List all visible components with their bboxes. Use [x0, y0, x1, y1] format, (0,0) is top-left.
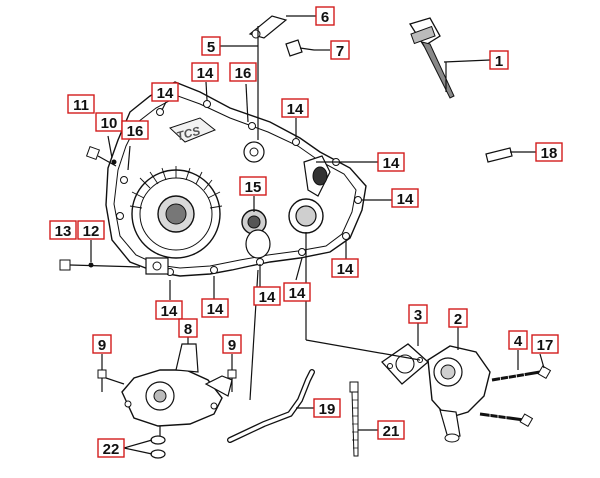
- callout-19-label: 19: [319, 401, 336, 418]
- gasket-3: [381, 343, 429, 385]
- bolt-part-11: [85, 145, 117, 167]
- callout-3-label: 3: [414, 307, 422, 324]
- callout-15: 15: [239, 176, 267, 196]
- callout-10-label: 10: [101, 115, 118, 132]
- thermostat-housing-2: [427, 345, 491, 443]
- o-rings-22: [150, 435, 166, 459]
- callout-15-label: 15: [245, 179, 262, 196]
- callout-14f: 14: [331, 258, 359, 278]
- callout-3: 3: [408, 304, 428, 324]
- washer-part-12: [88, 262, 94, 268]
- callout-5: 5: [201, 36, 221, 56]
- callout-6-label: 6: [321, 9, 329, 26]
- callout-18-label: 18: [541, 145, 558, 162]
- engine-cover: TCS: [105, 81, 367, 277]
- callout-14c: 14: [281, 98, 309, 118]
- bolt-part-13: [59, 259, 141, 271]
- callout-17: 17: [531, 334, 559, 354]
- callout-13: 13: [49, 220, 77, 240]
- bolt-part-4: [479, 370, 541, 422]
- callout-14d: 14: [377, 152, 405, 172]
- callout-4-label: 4: [514, 333, 523, 350]
- callout-12: 12: [77, 220, 105, 240]
- cover-logo-text: TCS: [175, 124, 202, 144]
- callout-16a-label: 16: [235, 65, 252, 82]
- bolt-part-9-left: [97, 369, 125, 392]
- bolt-part-7: [285, 39, 315, 57]
- callout-14h: 14: [253, 286, 281, 306]
- callout-16b: 16: [121, 120, 149, 140]
- callout-14i: 14: [155, 300, 183, 320]
- callout-16b-label: 16: [127, 123, 144, 140]
- callout-12-label: 12: [83, 223, 100, 240]
- callout-1: 1: [489, 50, 509, 70]
- callout-8: 8: [178, 318, 198, 338]
- oil-filler-cap: [408, 17, 455, 99]
- callout-14a: 14: [191, 62, 219, 82]
- callout-11: 11: [67, 94, 95, 114]
- callout-21: 21: [377, 420, 405, 440]
- callout-4: 4: [508, 330, 528, 350]
- callout-21-label: 21: [383, 423, 400, 440]
- callout-14h-label: 14: [259, 289, 276, 306]
- callout-14e: 14: [391, 188, 419, 208]
- water-pump-housing: [121, 343, 233, 442]
- callout-14g-label: 14: [289, 285, 306, 302]
- callout-14f-label: 14: [337, 261, 354, 278]
- callout-18: 18: [535, 142, 563, 162]
- callout-2-label: 2: [454, 311, 462, 328]
- callout-11-label: 11: [73, 97, 89, 114]
- callout-14a-label: 14: [197, 65, 214, 82]
- callout-9b-label: 9: [228, 337, 236, 354]
- dowel-pin-18: [485, 147, 513, 163]
- callout-14c-label: 14: [287, 101, 304, 118]
- cable-tie-21: [349, 381, 359, 457]
- callout-10: 10: [95, 112, 123, 132]
- washer-part-10: [111, 159, 117, 165]
- callout-19: 19: [313, 398, 341, 418]
- callout-17-label: 17: [537, 337, 554, 354]
- callout-14d-label: 14: [383, 155, 400, 172]
- callout-7-label: 7: [336, 43, 344, 60]
- callout-13-label: 13: [55, 223, 72, 240]
- callout-5-label: 5: [207, 39, 215, 56]
- callout-9b: 9: [222, 334, 242, 354]
- callout-14i-label: 14: [161, 303, 178, 320]
- callout-14e-label: 14: [397, 191, 414, 208]
- callout-14b: 14: [151, 82, 179, 102]
- callout-22: 22: [97, 438, 125, 458]
- callout-9a: 9: [92, 334, 112, 354]
- callout-2: 2: [448, 308, 468, 328]
- nut-part-17: [519, 365, 552, 428]
- callout-14j: 14: [201, 298, 229, 318]
- callout-7: 7: [330, 40, 350, 60]
- callout-6: 6: [315, 6, 335, 26]
- callout-14j-label: 14: [207, 301, 224, 318]
- callout-22-label: 22: [103, 441, 120, 458]
- hose-19: [227, 369, 315, 443]
- callout-1-label: 1: [495, 53, 503, 70]
- callout-14g: 14: [283, 282, 311, 302]
- callout-16a: 16: [229, 62, 257, 82]
- callout-14b-label: 14: [157, 85, 174, 102]
- callout-8-label: 8: [184, 321, 192, 338]
- bracket-part-6: [248, 15, 288, 39]
- callout-9a-label: 9: [98, 337, 106, 354]
